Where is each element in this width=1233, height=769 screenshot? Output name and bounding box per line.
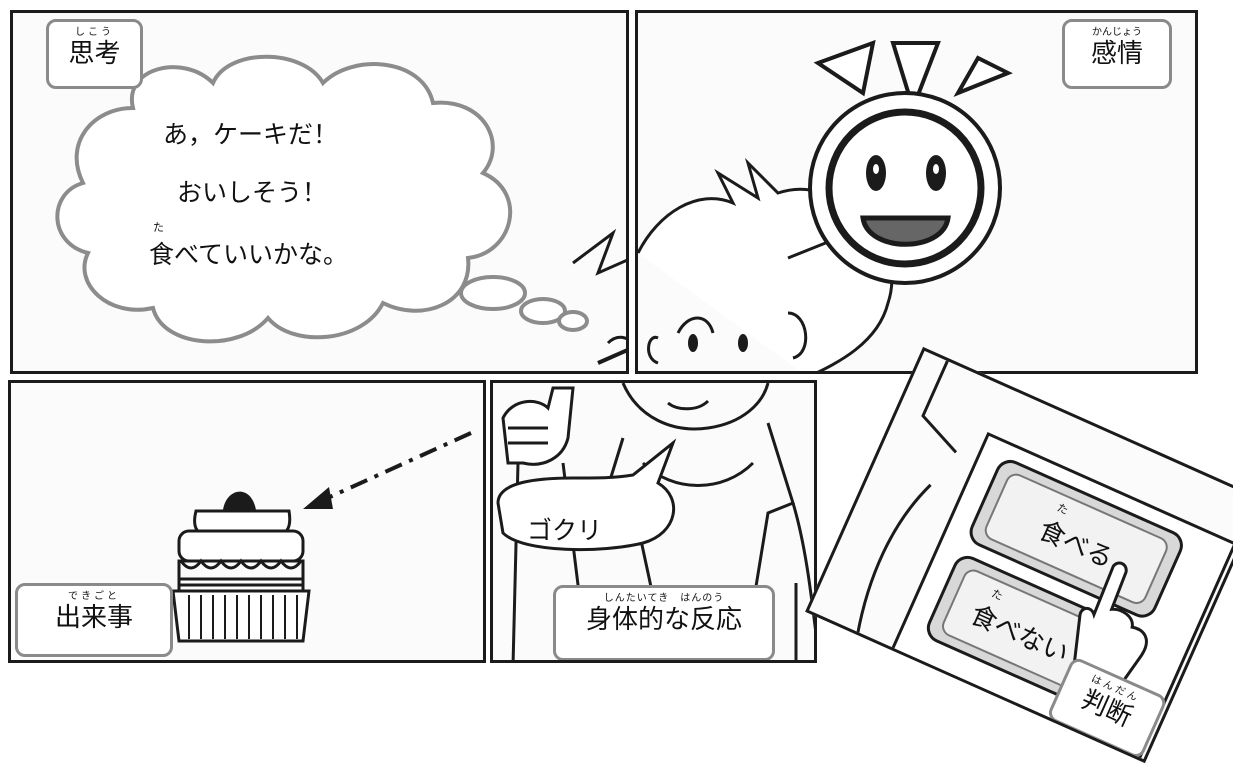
judgment-panel: た 食べる た 食べない はんだん 判断: [805, 346, 1233, 764]
thought-line-3: 食べていいかな。: [149, 240, 349, 269]
thumbs-up-hand-icon: [501, 386, 575, 466]
excite-mark-3: [953, 55, 1013, 97]
excite-mark-2: [890, 41, 941, 115]
speech-bubble: [496, 438, 677, 552]
thought-label: しこう 思考: [46, 19, 143, 89]
event-label: できごと 出来事: [15, 583, 173, 657]
excite-mark-1: [813, 39, 876, 97]
event-panel: できごと 出来事: [8, 380, 486, 663]
thought-panel: しこう 思考 あ，ケーキだ！ おいしそう！ た 食べていいかな。: [10, 10, 629, 374]
emotion-illustration: [638, 39, 1013, 371]
thought-line-1: あ，ケーキだ！: [163, 120, 339, 149]
emotion-panel: かんじょう 感情: [635, 10, 1198, 374]
thought-label-text: 思考: [68, 39, 121, 69]
event-label-ruby: できごと: [68, 591, 120, 602]
pointing-hand-icon: [1072, 561, 1148, 687]
gulp-speech-text: ゴクリ: [527, 516, 603, 545]
thought-label-ruby: しこう: [75, 27, 114, 38]
body-reaction-label-ruby: しんたいてき はんのう: [603, 593, 725, 604]
thought-line-3-ruby: た: [153, 221, 164, 234]
arrow-head-icon: [303, 487, 333, 509]
event-label-text: 出来事: [54, 603, 133, 633]
judgment-illustration: [855, 360, 1233, 764]
emotion-label-ruby: かんじょう: [1092, 27, 1142, 38]
body-reaction-panel: ゴクリ しんたいてき はんのう 身体的な反応: [490, 380, 817, 663]
arrow-line: [320, 431, 472, 503]
boy-body-illustration: [496, 383, 814, 660]
emotion-label-text: 感情: [1090, 39, 1143, 69]
body-reaction-label: しんたいてき はんのう 身体的な反応: [553, 585, 775, 660]
cake-illustration: [171, 431, 472, 643]
strawberry-icon: [223, 491, 256, 510]
emotion-label: かんじょう 感情: [1062, 19, 1172, 89]
thought-line-2: おいしそう！: [177, 178, 328, 207]
body-reaction-label-text: 身体的な反応: [585, 605, 742, 635]
thought-cloud: [55, 54, 626, 365]
